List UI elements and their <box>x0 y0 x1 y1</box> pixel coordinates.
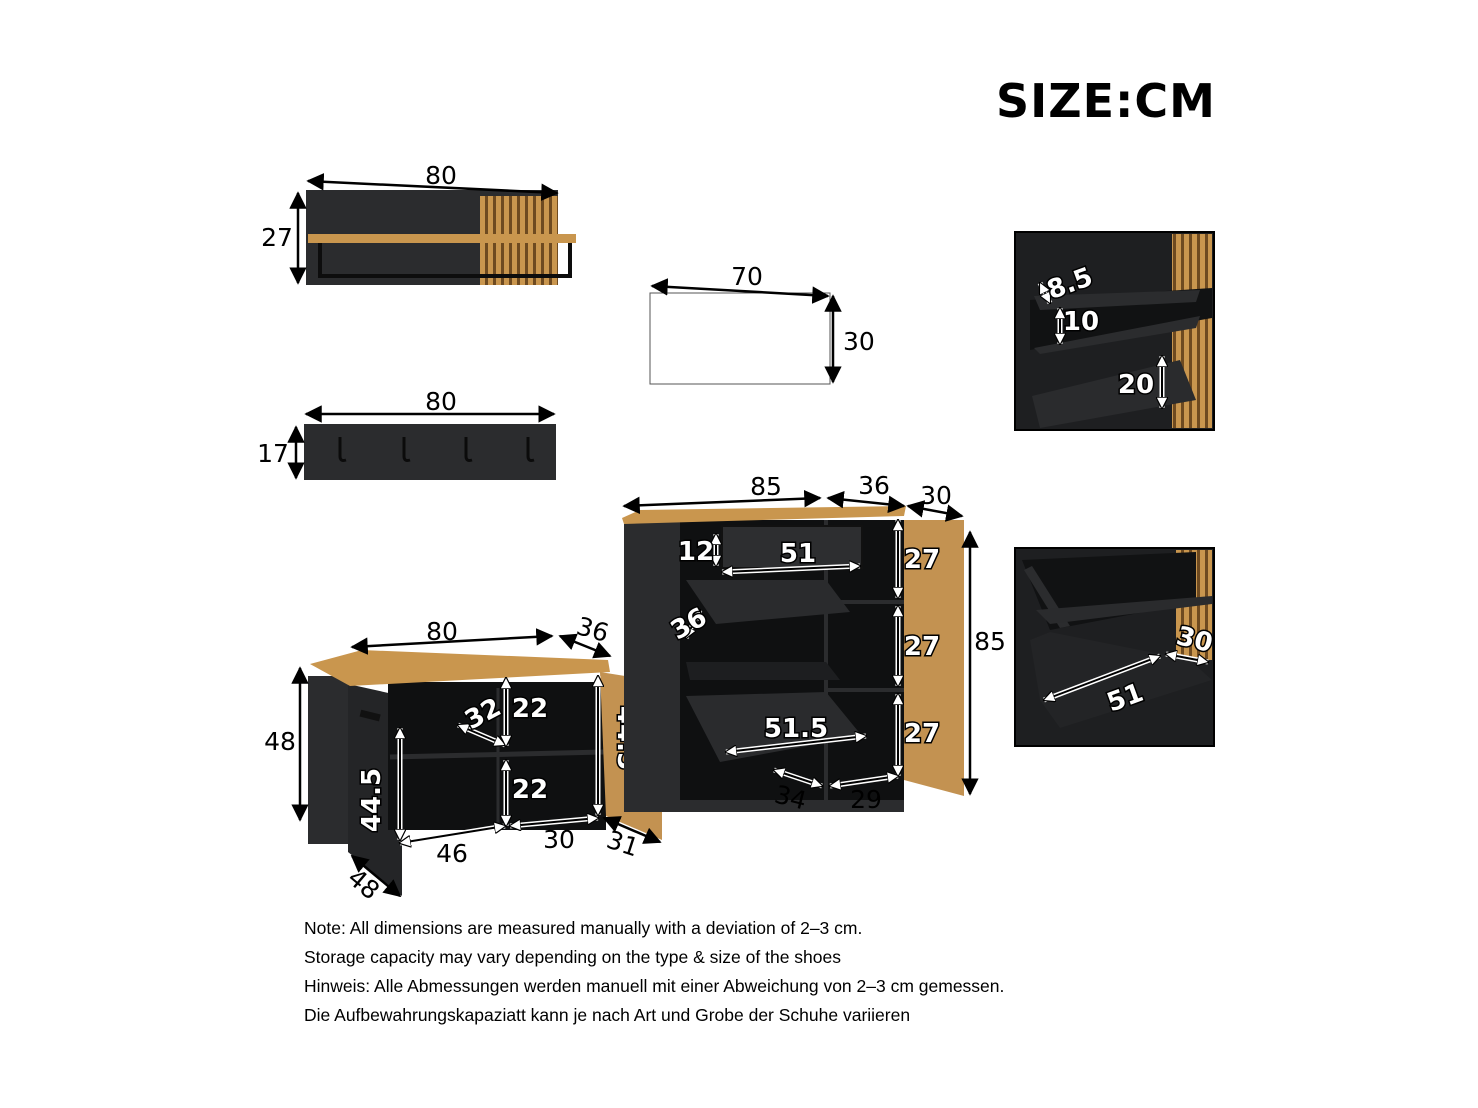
cabinet-height-label: 85 <box>974 627 1006 656</box>
wall-shelf: 80 27 <box>261 161 576 285</box>
bench-door-depth-label: 31 <box>603 825 642 862</box>
bottom-depth-right-label: 29 <box>850 785 882 814</box>
compartment-3-label: 27 <box>904 719 940 749</box>
note-line-1: Note: All dimensions are measured manual… <box>304 918 863 938</box>
detail-photo-flap: 30 51 <box>1014 547 1217 747</box>
detail1-shelf-label: 10 <box>1063 307 1099 337</box>
storage-bench: 80 36 48 32 22 22 44.5 44.5 46 30 31 48 <box>264 611 662 905</box>
shelf-height-label: 27 <box>261 223 293 252</box>
compartment-1-label: 27 <box>904 545 940 575</box>
note-line-2: Storage capacity may vary depending on t… <box>304 947 841 967</box>
mirror-outline: 70 30 <box>649 262 875 385</box>
bench-compartment-bottom-label: 22 <box>512 775 548 805</box>
compartment-2-label: 27 <box>904 632 940 662</box>
detail2-depth-label: 30 <box>1173 621 1215 659</box>
bench-inner-width-right-label: 30 <box>543 825 575 854</box>
bench-height-label: 48 <box>264 727 296 756</box>
notes-block: Note: All dimensions are measured manual… <box>304 914 1004 1030</box>
mirror-width-label: 70 <box>731 262 763 291</box>
note-line-3: Hinweis: Alle Abmessungen werden manuell… <box>304 976 1005 996</box>
flap-width-label: 51.5 <box>764 714 828 744</box>
drawer-width-label: 51 <box>780 539 816 569</box>
bench-inner-width-left-label: 46 <box>436 839 468 868</box>
note-line-4: Die Aufbewahrungskapaziatt kann je nach … <box>304 1005 911 1025</box>
cabinet-depth-label: 36 <box>858 471 890 500</box>
size-unit-title: SIZE:CM <box>996 74 1216 128</box>
hook-rail: 80 17 <box>257 387 556 480</box>
shoe-cabinet: 85 36 30 85 12 51 36 51.5 27 27 27 34 29 <box>622 471 1006 815</box>
bench-width-label: 80 <box>426 617 458 646</box>
bench-compartment-top-label: 22 <box>512 694 548 724</box>
hook-height-label: 17 <box>257 439 289 468</box>
coat-hooks <box>338 437 535 462</box>
bench-side-height-label: 44.5 <box>357 768 387 832</box>
cabinet-door-depth-label: 30 <box>920 481 952 510</box>
drawer-height-label: 12 <box>678 537 714 567</box>
detail1-height-label: 20 <box>1118 370 1154 400</box>
hook-width-label: 80 <box>425 387 457 416</box>
detail-photo-shelves: 8.5 10 20 <box>1014 231 1215 431</box>
cabinet-width-label: 85 <box>750 472 782 501</box>
mirror-height-label: 30 <box>843 327 875 356</box>
shelf-width-label: 80 <box>425 161 457 190</box>
